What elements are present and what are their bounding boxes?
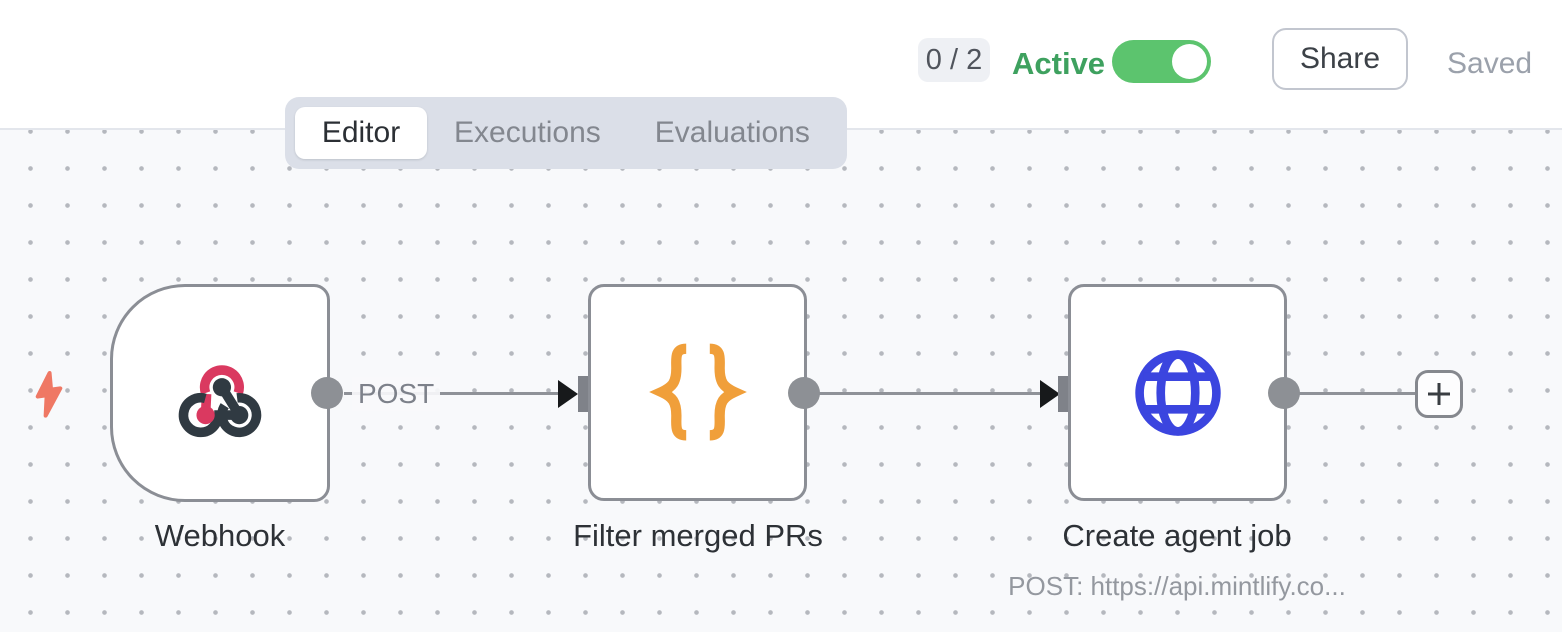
- node-title-http: Create agent job: [1062, 518, 1292, 553]
- connection-webhook-to-filter[interactable]: [344, 392, 560, 395]
- connection-arrowhead-icon: [1040, 380, 1060, 408]
- saved-status: Saved: [1447, 47, 1533, 80]
- issues-count-badge[interactable]: 0 / 2: [918, 38, 990, 82]
- webhook-output-connector[interactable]: [311, 377, 343, 409]
- filter-output-connector[interactable]: [788, 376, 820, 409]
- tab-evaluations[interactable]: Evaluations: [654, 116, 810, 149]
- node-title-webhook: Webhook: [154, 518, 286, 553]
- tab-editor[interactable]: Editor: [295, 107, 427, 159]
- node-subtitle-http: POST: https://api.mintlify.co...: [1008, 571, 1346, 601]
- connection-http-to-add[interactable]: [1285, 392, 1416, 395]
- toggle-knob-icon: [1172, 44, 1207, 79]
- code-braces-icon: [648, 343, 747, 440]
- view-tabbar: Editor Executions Evaluations: [285, 97, 847, 169]
- tab-executions[interactable]: Executions: [454, 116, 601, 149]
- http-output-connector[interactable]: [1268, 376, 1300, 409]
- node-webhook[interactable]: [110, 284, 343, 502]
- lightning-bolt-icon: [35, 371, 63, 418]
- share-button[interactable]: Share: [1272, 28, 1408, 90]
- active-label: Active: [1012, 46, 1106, 81]
- add-node-button[interactable]: [1415, 370, 1463, 418]
- node-create-agent-job[interactable]: [1068, 284, 1300, 501]
- plus-icon: [1428, 383, 1450, 405]
- connection-output-label: POST: [352, 377, 441, 411]
- webhook-icon: [178, 365, 262, 438]
- globe-icon: [1134, 349, 1221, 436]
- active-toggle[interactable]: [1112, 40, 1211, 83]
- node-filter-merged-prs[interactable]: [588, 284, 820, 501]
- node-title-filter: Filter merged PRs: [573, 518, 823, 553]
- connection-arrowhead-icon: [558, 380, 578, 408]
- connection-filter-to-http[interactable]: [819, 392, 1040, 395]
- workflow-canvas[interactable]: POST: [0, 130, 1562, 632]
